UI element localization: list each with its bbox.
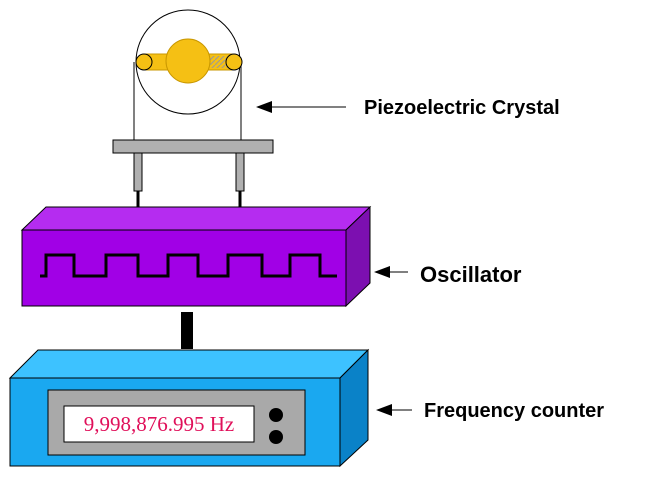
- crystal-assembly: [112, 9, 274, 208]
- crystal-base: [112, 139, 274, 154]
- callout-oscillator: Oscillator: [374, 262, 522, 287]
- oscillator-front-face: [21, 229, 347, 307]
- crystal-bar-hatch: [206, 56, 230, 68]
- counter-display-window: [63, 405, 255, 443]
- crystal-leg-right: [235, 152, 245, 192]
- frequency-counter-box: 9,998,876.995 Hz: [8, 348, 370, 468]
- left-arrow-icon: [374, 266, 390, 278]
- callout-crystal: Piezoelectric Crystal: [256, 97, 560, 119]
- left-arrow-icon: [256, 101, 272, 113]
- crystal-end-left: [135, 53, 153, 71]
- counter-label: Frequency counter: [424, 400, 604, 422]
- crystal-end-right: [225, 53, 243, 71]
- callout-counter: Frequency counter: [376, 400, 604, 422]
- knob-icon[interactable]: [269, 430, 283, 444]
- oscillator-label: Oscillator: [420, 262, 522, 287]
- oscillator-box: [20, 205, 372, 308]
- knob-icon[interactable]: [269, 408, 283, 422]
- crystal-label: Piezoelectric Crystal: [364, 97, 560, 119]
- oscillator-top-face: [20, 206, 372, 231]
- left-arrow-icon: [376, 404, 392, 416]
- counter-readout: 9,998,876.995 Hz: [84, 412, 235, 436]
- crystal-disc: [165, 38, 211, 84]
- crystal-leg-left: [133, 152, 143, 192]
- square-wave-icon: [40, 253, 337, 278]
- oscillator-counter-connector: [181, 312, 193, 349]
- counter-top-face: [8, 349, 370, 379]
